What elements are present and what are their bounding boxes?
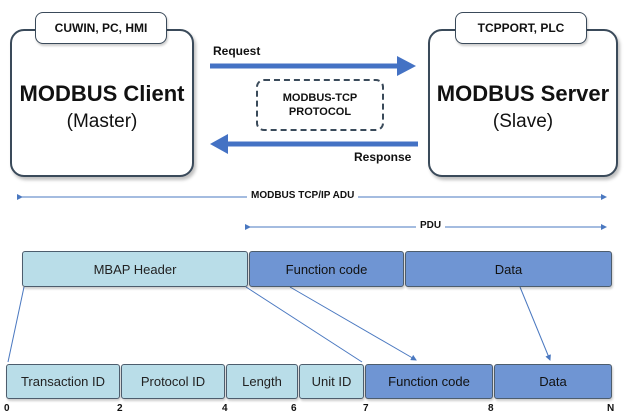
server-tag: TCPPORT, PLC — [455, 12, 587, 44]
mbap-header-block: MBAP Header — [22, 251, 248, 287]
request-arrow-head — [397, 56, 416, 76]
adu-label: MODBUS TCP/IP ADU — [247, 190, 359, 201]
request-label: Request — [213, 44, 261, 58]
client-title: MODBUS Client — [19, 81, 185, 106]
protocol-line2: PROTOCOL — [288, 106, 352, 118]
mbap-left-connector — [7, 286, 25, 363]
response-label: Response — [354, 150, 412, 164]
field-length: Length — [226, 364, 298, 399]
function-code-arrow — [289, 286, 417, 361]
offset-4: 4 — [222, 403, 228, 414]
client-box: MODBUS Client (Master) — [10, 29, 194, 177]
offset-7: 7 — [363, 403, 369, 414]
client-role: (Master) — [66, 111, 138, 132]
data-block: Data — [405, 251, 612, 287]
pdu-label: PDU — [416, 220, 446, 231]
offset-6: 6 — [291, 403, 297, 414]
offset-2: 2 — [117, 403, 123, 414]
server-role: (Slave) — [492, 111, 554, 132]
mbap-right-connector — [245, 286, 363, 363]
response-arrow-head — [210, 134, 228, 154]
data-arrow — [519, 286, 551, 361]
field-protocol-id: Protocol ID — [121, 364, 225, 399]
client-tag: CUWIN, PC, HMI — [35, 12, 167, 44]
field-unit-id: Unit ID — [299, 364, 364, 399]
offset-8: 8 — [488, 403, 494, 414]
function-code-block: Function code — [249, 251, 404, 287]
field-data: Data — [494, 364, 612, 399]
server-title: MODBUS Server — [436, 81, 610, 106]
server-box: MODBUS Server (Slave) — [428, 29, 618, 177]
field-transaction-id: Transaction ID — [6, 364, 120, 399]
protocol-line1: MODBUS-TCP — [282, 92, 358, 104]
protocol-box: MODBUS-TCP PROTOCOL — [256, 79, 384, 131]
field-function-code: Function code — [365, 364, 493, 399]
offset-n: N — [607, 403, 615, 414]
offset-0: 0 — [4, 403, 10, 414]
